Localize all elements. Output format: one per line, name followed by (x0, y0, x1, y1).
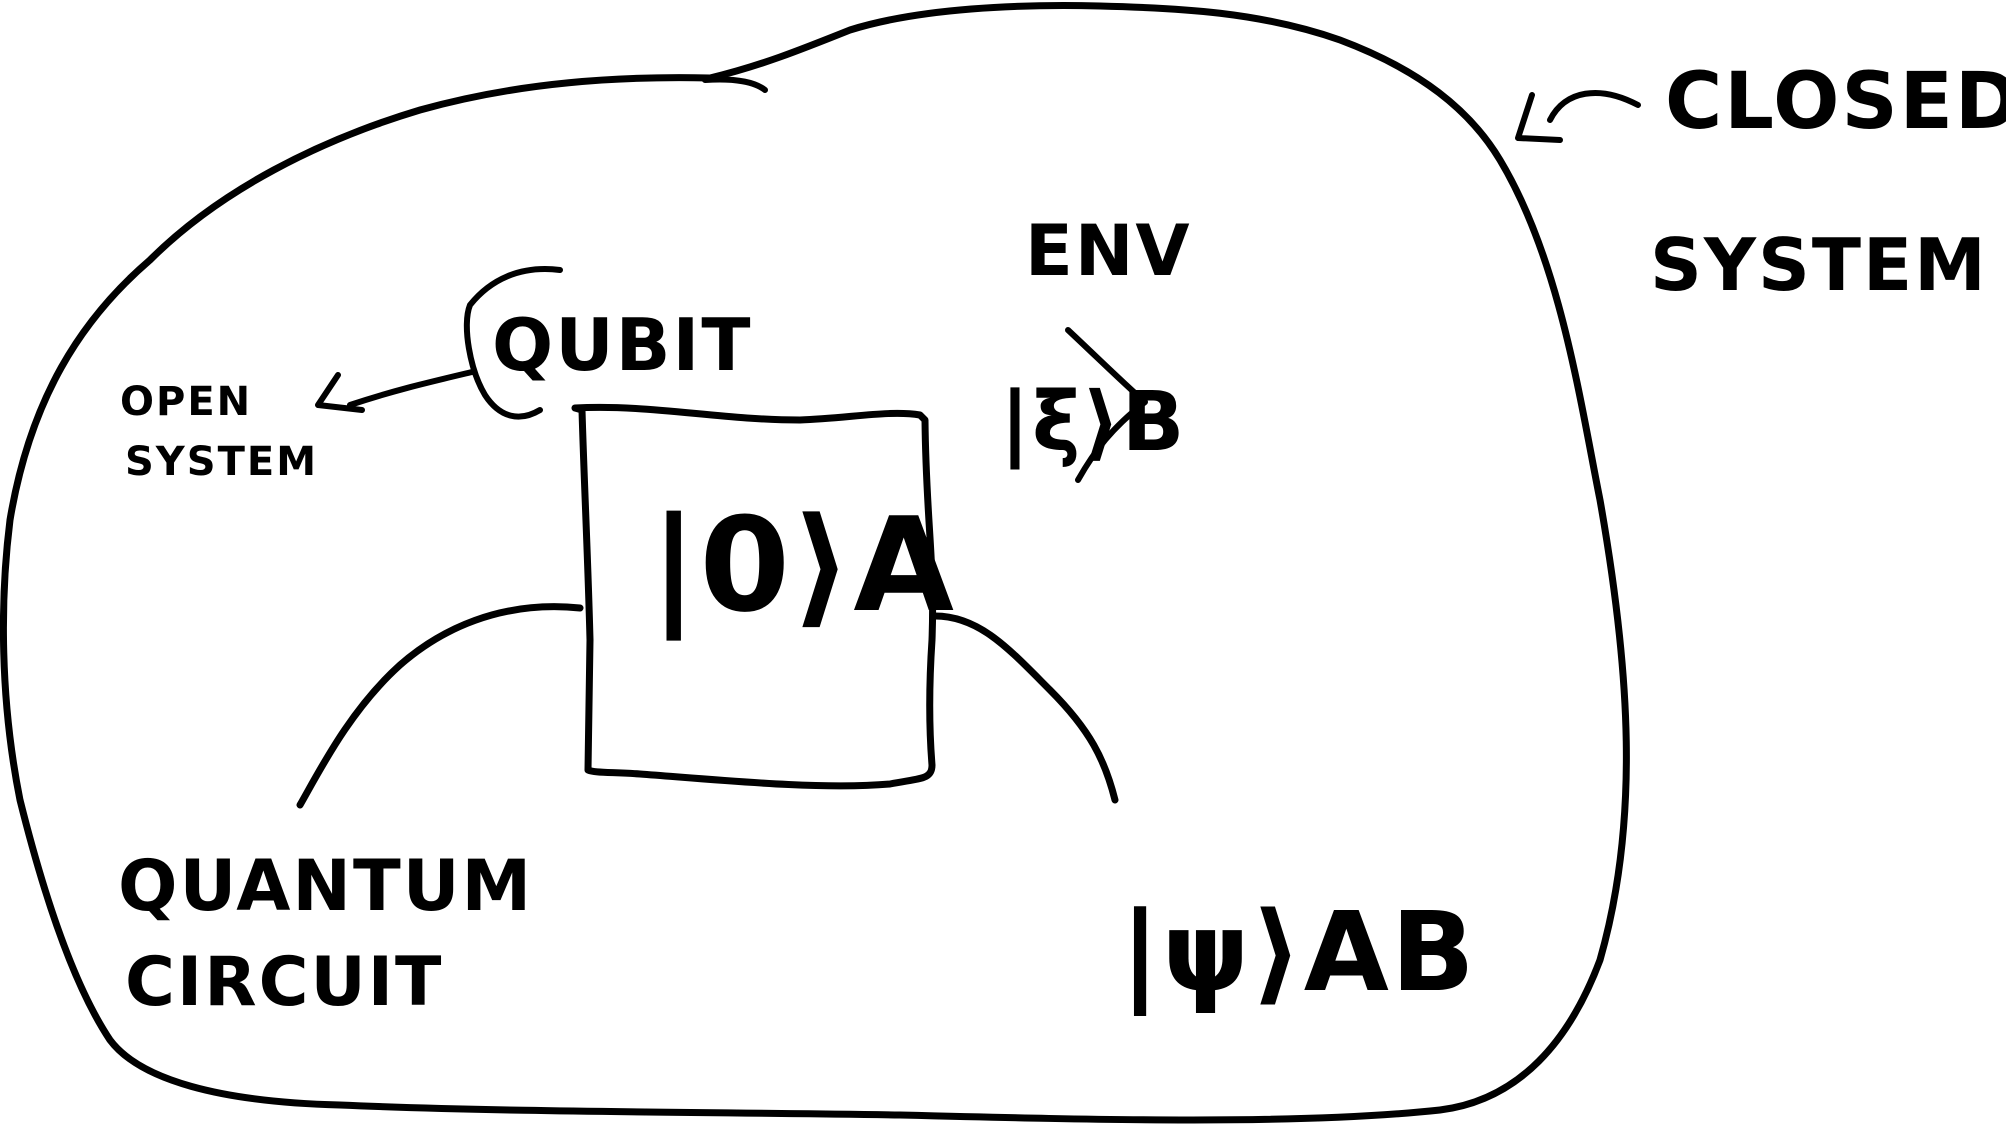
open-system-label-line1: OPEN (120, 379, 252, 425)
qubit-label: QUBIT (492, 303, 752, 387)
quantum-circuit-label-line2: CIRCUIT (125, 943, 443, 1022)
open-system-arrowhead (315, 372, 365, 413)
closed-system-boundary (0, 2, 1630, 1124)
env-label: ENV (1025, 210, 1192, 292)
open-system-label-line2: SYSTEM (125, 439, 318, 485)
joint-state-label: |ψ⟩AB (1120, 888, 1477, 1017)
closed-system-label-line2: SYSTEM (1650, 223, 1988, 307)
closed-system-arrow (1547, 90, 1641, 123)
closed-system-label-line1: CLOSED (1665, 57, 2006, 147)
env-state-angle (1065, 327, 1148, 483)
closed-system-arrowhead (1515, 92, 1563, 143)
env-state-label: |ξ⟩B (1000, 375, 1186, 471)
right-connector (931, 612, 1119, 804)
qubit-state-label: |0⟩A (650, 489, 956, 641)
qubit-bubble (463, 266, 563, 420)
open-system-arrow (347, 369, 475, 408)
qubit-box (571, 403, 937, 790)
quantum-circuit-label-line1: QUANTUM (118, 845, 533, 927)
boundary-tick (702, 76, 768, 93)
left-connector (296, 603, 584, 809)
